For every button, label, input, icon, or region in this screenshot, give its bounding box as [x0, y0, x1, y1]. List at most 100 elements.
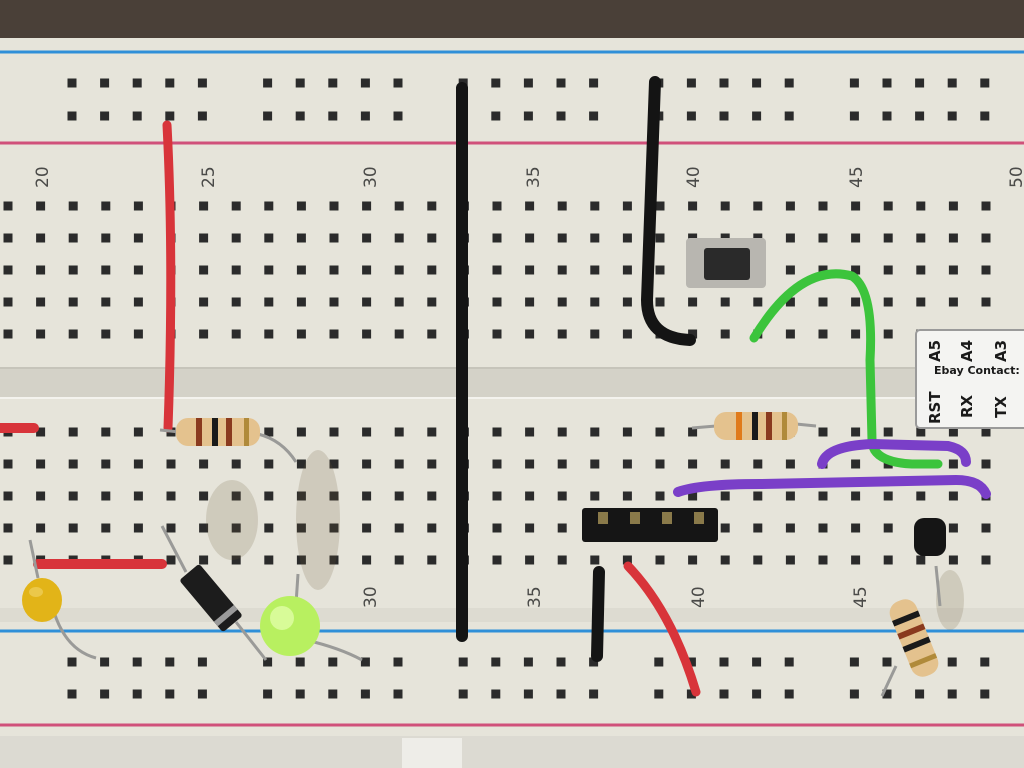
- breadboard-hole: [199, 329, 209, 339]
- breadboard-hole: [491, 657, 501, 667]
- breadboard-hole: [916, 233, 926, 243]
- breadboard-hole: [557, 265, 567, 275]
- breadboard-hole: [916, 555, 926, 565]
- column-number: 50: [1007, 166, 1024, 188]
- breadboard-hole: [100, 111, 110, 121]
- module-board: [915, 329, 1024, 429]
- breadboard-hole: [557, 201, 567, 211]
- breadboard-hole: [622, 201, 632, 211]
- breadboard-hole: [590, 555, 600, 565]
- breadboard-hole: [328, 111, 338, 121]
- breadboard-hole: [981, 523, 991, 533]
- breadboard-hole: [296, 555, 306, 565]
- breadboard-hole: [166, 523, 176, 533]
- breadboard-hole: [981, 459, 991, 469]
- breadboard-hole: [851, 523, 861, 533]
- breadboard-hole: [231, 329, 241, 339]
- breadboard-hole: [68, 491, 78, 501]
- breadboard-hole: [849, 78, 859, 88]
- breadboard-hole: [36, 491, 46, 501]
- breadboard-hole: [362, 555, 372, 565]
- column-number: 40: [689, 586, 709, 608]
- column-number: 45: [851, 586, 871, 608]
- breadboard-hole: [329, 491, 339, 501]
- breadboard-hole: [296, 201, 306, 211]
- breadboard-hole: [197, 689, 207, 699]
- breadboard-hole: [101, 265, 111, 275]
- breadboard-hole: [295, 689, 305, 699]
- breadboard-hole: [36, 297, 46, 307]
- column-number: 35: [525, 586, 545, 608]
- breadboard-hole: [36, 265, 46, 275]
- breadboard-hole: [785, 523, 795, 533]
- breadboard-hole: [882, 689, 892, 699]
- breadboard-hole: [784, 689, 794, 699]
- breadboard-hole: [882, 78, 892, 88]
- breadboard-hole: [557, 427, 567, 437]
- breadboard-hole: [883, 427, 893, 437]
- breadboard-hole: [590, 329, 600, 339]
- breadboard-hole: [329, 523, 339, 533]
- breadboard-hole: [329, 265, 339, 275]
- breadboard-hole: [752, 78, 762, 88]
- breadboard-hole: [818, 297, 828, 307]
- breadboard-hole: [3, 555, 13, 565]
- breadboard-hole: [197, 657, 207, 667]
- breadboard-hole: [231, 201, 241, 211]
- header-pin: [630, 512, 640, 524]
- breadboard-hole: [394, 555, 404, 565]
- breadboard-hole: [590, 427, 600, 437]
- breadboard-hole: [67, 657, 77, 667]
- breadboard-hole: [199, 233, 209, 243]
- breadboard-hole: [557, 233, 567, 243]
- breadboard-hole: [492, 555, 502, 565]
- breadboard-hole: [67, 78, 77, 88]
- breadboard-hole: [3, 233, 13, 243]
- shadow: [296, 450, 340, 590]
- column-number: 30: [361, 586, 381, 608]
- breadboard-hole: [101, 523, 111, 533]
- breadboard-hole: [329, 297, 339, 307]
- breadboard-hole: [427, 329, 437, 339]
- breadboard-hole: [589, 657, 599, 667]
- breadboard-hole: [525, 459, 535, 469]
- breadboard-hole: [883, 265, 893, 275]
- breadboard-hole: [523, 78, 533, 88]
- transistor-body: [914, 518, 946, 556]
- breadboard-hole: [557, 459, 567, 469]
- breadboard-hole: [851, 297, 861, 307]
- black-wire-l-shape: [640, 76, 696, 346]
- breadboard-hole: [393, 657, 403, 667]
- breadboard-hole: [981, 233, 991, 243]
- breadboard-hole: [36, 233, 46, 243]
- breadboard-hole: [296, 459, 306, 469]
- breadboard-hole: [329, 329, 339, 339]
- breadboard-hole: [851, 329, 861, 339]
- module-pin-label: A5: [926, 340, 944, 362]
- breadboard-hole: [296, 427, 306, 437]
- breadboard-hole: [394, 491, 404, 501]
- breadboard-hole: [688, 491, 698, 501]
- breadboard-hole: [622, 265, 632, 275]
- breadboard-hole: [36, 427, 46, 437]
- breadboard-hole: [915, 78, 925, 88]
- breadboard-hole: [67, 689, 77, 699]
- breadboard-hole: [785, 233, 795, 243]
- breadboard-hole: [362, 265, 372, 275]
- breadboard-hole: [263, 78, 273, 88]
- breadboard-hole: [101, 459, 111, 469]
- breadboard-hole: [720, 201, 730, 211]
- resistor-band: [892, 610, 921, 627]
- shadow: [206, 480, 258, 560]
- breadboard-hole: [264, 297, 274, 307]
- breadboard-hole: [329, 201, 339, 211]
- breadboard-hole: [851, 201, 861, 211]
- breadboard-hole: [3, 523, 13, 533]
- breadboard-hole: [166, 555, 176, 565]
- breadboard-hole: [915, 689, 925, 699]
- capacitor-shine: [29, 587, 43, 597]
- led-glow: [270, 606, 294, 630]
- breadboard-hole: [296, 523, 306, 533]
- breadboard-hole: [916, 427, 926, 437]
- resistor-band: [212, 418, 218, 446]
